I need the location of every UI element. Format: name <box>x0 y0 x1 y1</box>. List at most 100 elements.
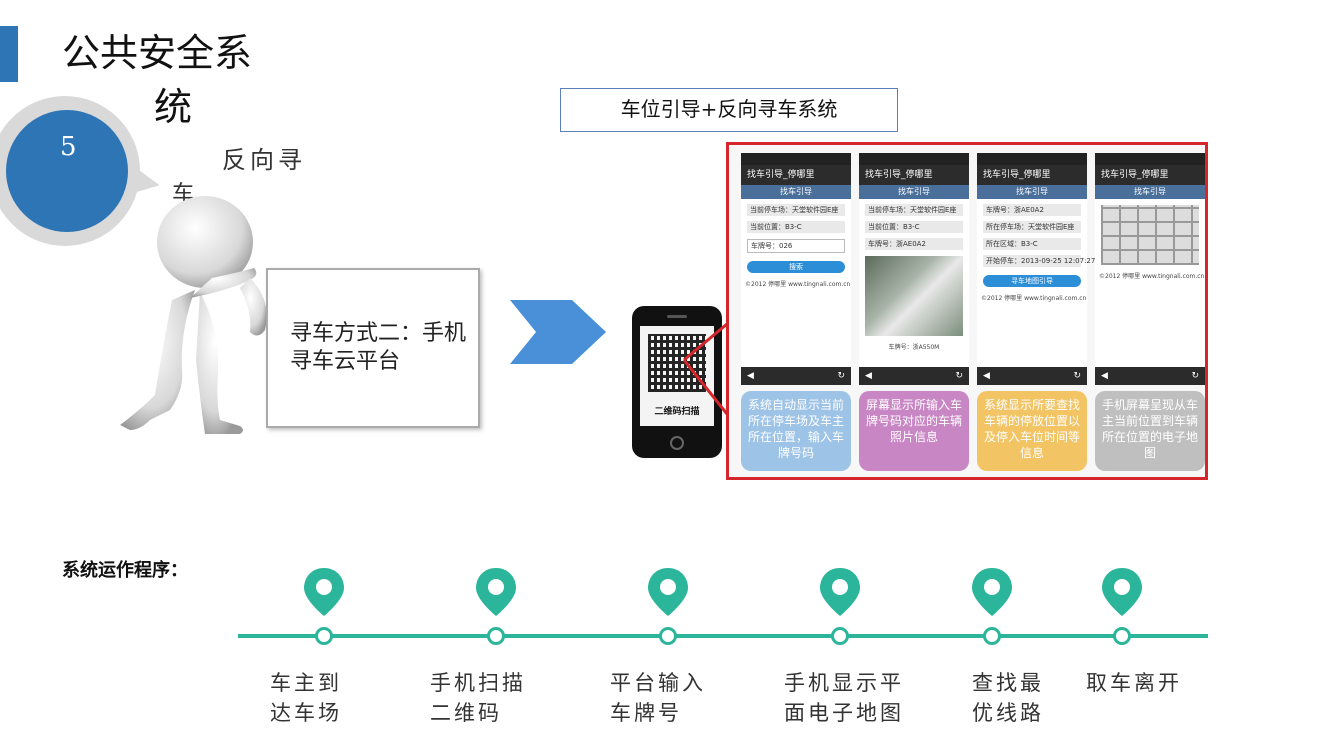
caption-2: 屏幕显示所输入车牌号码对应的车辆照片信息 <box>859 391 969 471</box>
timeline-dot <box>315 627 333 645</box>
nav-bar: ◀ ↻ <box>1095 367 1205 385</box>
status-bar <box>859 153 969 165</box>
title-line-2: 统 <box>154 85 193 129</box>
chevron-right-arrow-icon <box>510 300 606 364</box>
page-title: 公共安全系 统 <box>62 26 252 134</box>
screen-footer: ©2012 停哪里 www.tingnali.com.cn <box>745 281 851 288</box>
section-number-circle <box>6 110 128 232</box>
info-row: 所在区域：B3-C <box>983 238 1081 250</box>
screen-footer: ©2012 停哪里 www.tingnali.com.cn <box>1099 273 1205 280</box>
step-line: 面电子地图 <box>784 701 904 725</box>
plate-input[interactable]: 车牌号：026 <box>747 239 845 253</box>
screen-header: 找车引导_停哪里 <box>859 165 969 185</box>
process-label: 系统运作程序： <box>62 560 188 581</box>
nav-bar: ◀ ↻ <box>977 367 1087 385</box>
location-pin-icon <box>972 568 1012 616</box>
system-title: 车位引导+反向寻车系统 <box>620 97 838 121</box>
process-step-4: 手机显示平 面电子地图 <box>784 668 904 728</box>
step-line: 二维码 <box>430 701 502 725</box>
step-line: 优线路 <box>972 701 1044 725</box>
info-row: 当前停车场：天堂软件园E座 <box>747 204 845 216</box>
status-bar <box>977 153 1087 165</box>
timeline-dot <box>659 627 677 645</box>
screen-tab: 找车引导 <box>977 185 1087 199</box>
timeline-dot <box>487 627 505 645</box>
step-line: 查找最 <box>972 671 1044 695</box>
thinking-figure-illustration <box>120 196 267 434</box>
step-line: 车牌号 <box>610 701 682 725</box>
back-icon[interactable]: ◀ <box>1101 371 1108 381</box>
caption-4: 手机屏幕呈现从车主当前位置到车辆所在位置的电子地图 <box>1095 391 1205 471</box>
screen-tab: 找车引导 <box>1095 185 1205 199</box>
accent-bar <box>0 26 18 82</box>
step-line: 车主到 <box>270 671 342 695</box>
process-step-3: 平台输入 车牌号 <box>610 668 706 728</box>
info-row: 车牌号：浙AE0A2 <box>983 204 1081 216</box>
step-line: 取车离开 <box>1086 671 1182 695</box>
system-title-box: 车位引导+反向寻车系统 <box>560 88 898 132</box>
parking-map <box>1101 205 1199 265</box>
screen-footer: ©2012 停哪里 www.tingnali.com.cn <box>981 295 1087 302</box>
caption-3: 系统显示所要查找车辆的停放位置以及停入车位时间等信息 <box>977 391 1087 471</box>
process-step-6: 取车离开 <box>1086 668 1182 698</box>
timeline-dot <box>983 627 1001 645</box>
status-bar <box>1095 153 1205 165</box>
phone-speaker <box>667 315 687 318</box>
back-icon[interactable]: ◀ <box>747 371 754 381</box>
caption-1: 系统自动显示当前所在停车场及车主所在位置，输入车牌号码 <box>741 391 851 471</box>
location-pin-icon <box>304 568 344 616</box>
screen-tab: 找车引导 <box>859 185 969 199</box>
process-step-5: 查找最 优线路 <box>972 668 1044 728</box>
refresh-icon[interactable]: ↻ <box>1073 371 1081 381</box>
step-line: 手机显示平 <box>784 671 904 695</box>
process-timeline <box>238 634 1208 638</box>
refresh-icon[interactable]: ↻ <box>837 371 845 381</box>
back-icon[interactable]: ◀ <box>983 371 990 381</box>
search-button[interactable]: 搜索 <box>747 261 845 273</box>
qr-label: 二维码扫描 <box>654 407 700 417</box>
nav-bar: ◀ ↻ <box>741 367 851 385</box>
section-number: 5 <box>60 132 77 162</box>
step-line: 平台输入 <box>610 671 706 695</box>
location-pin-icon <box>820 568 860 616</box>
back-icon[interactable]: ◀ <box>865 371 872 381</box>
app-screen-2: 找车引导_停哪里 找车引导 当前停车场：天堂软件园E座 当前位置：B3-C 车牌… <box>859 153 969 385</box>
phone-screen: 二维码扫描 <box>640 326 714 426</box>
app-screen-4: 找车引导_停哪里 找车引导 ©2012 停哪里 www.tingnali.com… <box>1095 153 1205 385</box>
info-row: 当前位置：B3-C <box>865 221 963 233</box>
location-pin-icon <box>648 568 688 616</box>
info-board-text: 寻车方式二：手机寻车云平台 <box>290 321 467 374</box>
refresh-icon[interactable]: ↻ <box>1191 371 1199 381</box>
phone-illustration: 二维码扫描 <box>632 306 722 458</box>
step-line: 手机扫描 <box>430 671 526 695</box>
timeline-dot <box>831 627 849 645</box>
info-board <box>266 268 480 428</box>
screen-header: 找车引导_停哪里 <box>977 165 1087 185</box>
nav-bar: ◀ ↻ <box>859 367 969 385</box>
info-row: 车牌号：浙AE0A2 <box>865 238 963 250</box>
info-row: 所在停车场：天堂软件园E座 <box>983 221 1081 233</box>
app-screens-panel: 找车引导_停哪里 找车引导 当前停车场：天堂软件园E座 当前位置：B3-C 车牌… <box>726 142 1208 480</box>
phone-home-button <box>670 436 684 450</box>
process-step-1: 车主到 达车场 <box>270 668 342 728</box>
car-photo <box>865 256 963 336</box>
qr-code-icon <box>648 334 706 392</box>
refresh-icon[interactable]: ↻ <box>955 371 963 381</box>
step-line: 达车场 <box>270 701 342 725</box>
title-line-1: 公共安全系 <box>62 31 253 75</box>
info-row: 当前位置：B3-C <box>747 221 845 233</box>
info-row: 开始停车：2013-09-25 12:07:27 <box>983 255 1095 267</box>
screen-tab: 找车引导 <box>741 185 851 199</box>
screen-footer: 车牌号：浙A550M <box>888 344 940 351</box>
info-row: 当前停车场：天堂软件园E座 <box>865 204 963 216</box>
map-guide-button[interactable]: 寻车地图引导 <box>983 275 1081 287</box>
section-subtitle-part1: 反向寻 <box>222 146 306 174</box>
process-step-2: 手机扫描 二维码 <box>430 668 526 728</box>
screen-header: 找车引导_停哪里 <box>1095 165 1205 185</box>
status-bar <box>741 153 851 165</box>
app-screen-1: 找车引导_停哪里 找车引导 当前停车场：天堂软件园E座 当前位置：B3-C 车牌… <box>741 153 851 385</box>
timeline-dot <box>1113 627 1131 645</box>
screen-header: 找车引导_停哪里 <box>741 165 851 185</box>
location-pin-icon <box>1102 568 1142 616</box>
location-pin-icon <box>476 568 516 616</box>
